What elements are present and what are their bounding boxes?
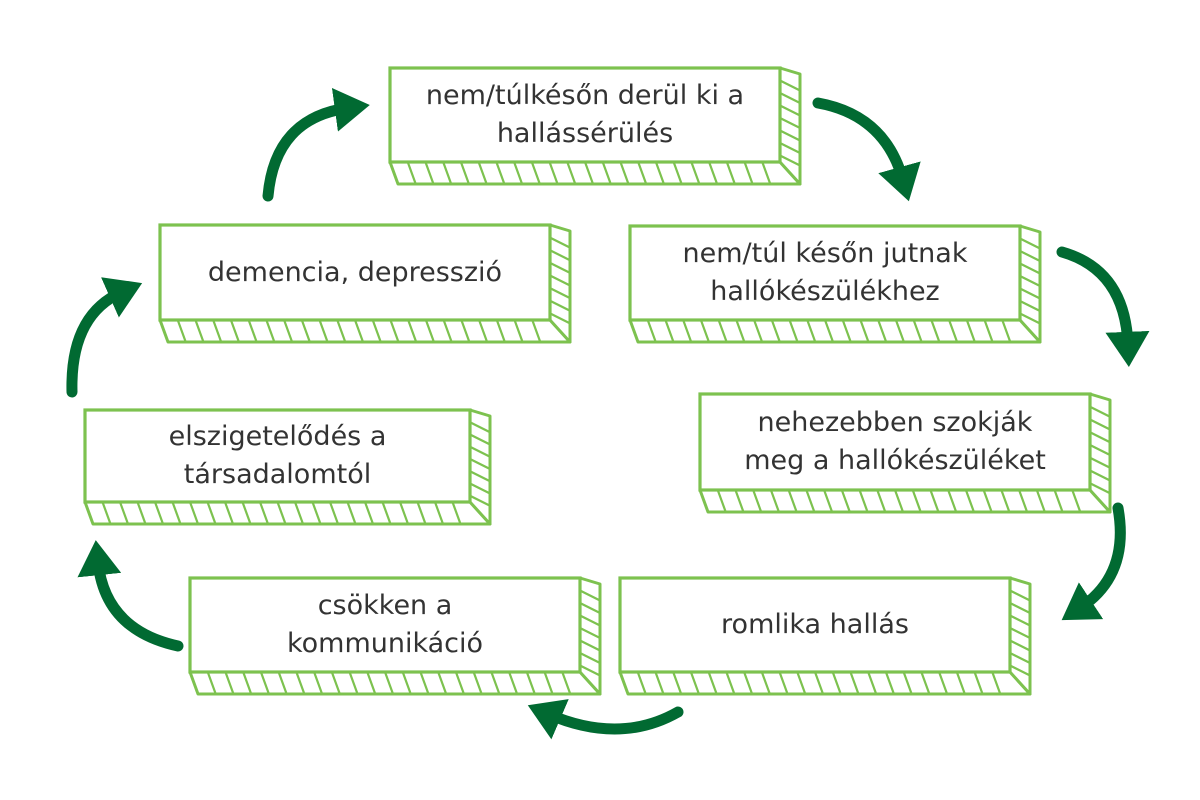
step-text: elszigetelődés a társadalomtól bbox=[169, 418, 387, 494]
step-text: romlika hallás bbox=[721, 606, 909, 644]
step-text: csökken a kommunikáció bbox=[287, 587, 483, 663]
step-label: nem/túl későn jutnak hallókészülékhez bbox=[630, 226, 1020, 320]
step-text-line: csökken a bbox=[317, 590, 453, 621]
step-box bbox=[158, 223, 572, 344]
step-text-line: elszigetelődés a bbox=[168, 421, 387, 452]
cycle-arrow-icon bbox=[527, 699, 684, 740]
step-label: demencia, depresszió bbox=[160, 225, 550, 320]
step-text-line: társadalomtól bbox=[183, 459, 372, 490]
step-text: nem/túl későn jutnak hallókészülékhez bbox=[683, 235, 968, 311]
step-text-line: nehezebben szokják bbox=[757, 407, 1033, 438]
step-box bbox=[628, 224, 1042, 344]
step-label: elszigetelődés a társadalomtól bbox=[85, 410, 470, 502]
cycle-arrow-icon bbox=[66, 277, 143, 398]
cycle-arrow-icon bbox=[1061, 502, 1126, 621]
step-text-line: meg a hallókészüléket bbox=[744, 445, 1046, 476]
cycle-arrow-icon bbox=[77, 540, 184, 652]
step-text-line: nem/túl későn jutnak bbox=[682, 238, 968, 269]
step-label: romlika hallás bbox=[620, 578, 1010, 672]
step-text-line: hallássérülés bbox=[496, 118, 674, 149]
step-box bbox=[618, 576, 1032, 696]
cycle-arrow-icon bbox=[812, 97, 921, 202]
step-label: nem/túlkésőn derül ki a hallássérülés bbox=[390, 68, 780, 162]
step-label: csökken a kommunikáció bbox=[190, 578, 580, 672]
step-box bbox=[188, 576, 602, 696]
cycle-arrow-icon bbox=[1056, 246, 1150, 367]
step-text: nem/túlkésőn derül ki a hallássérülés bbox=[426, 77, 744, 153]
step-text-line: nem/túlkésőn derül ki a bbox=[425, 80, 745, 111]
step-text-line: romlika hallás bbox=[721, 609, 909, 640]
step-box bbox=[83, 408, 492, 526]
step-text: nehezebben szokják meg a hallókészüléket bbox=[744, 404, 1046, 480]
step-text-line: hallókészülékhez bbox=[710, 276, 940, 307]
step-text: demencia, depresszió bbox=[208, 254, 502, 292]
cycle-arrow-icon bbox=[262, 88, 370, 202]
step-label: nehezebben szokják meg a hallókészüléket bbox=[700, 394, 1090, 490]
step-text-line: kommunikáció bbox=[286, 628, 484, 659]
step-box bbox=[698, 392, 1112, 514]
step-box bbox=[388, 66, 802, 186]
step-text-line: demencia, depresszió bbox=[207, 256, 503, 288]
